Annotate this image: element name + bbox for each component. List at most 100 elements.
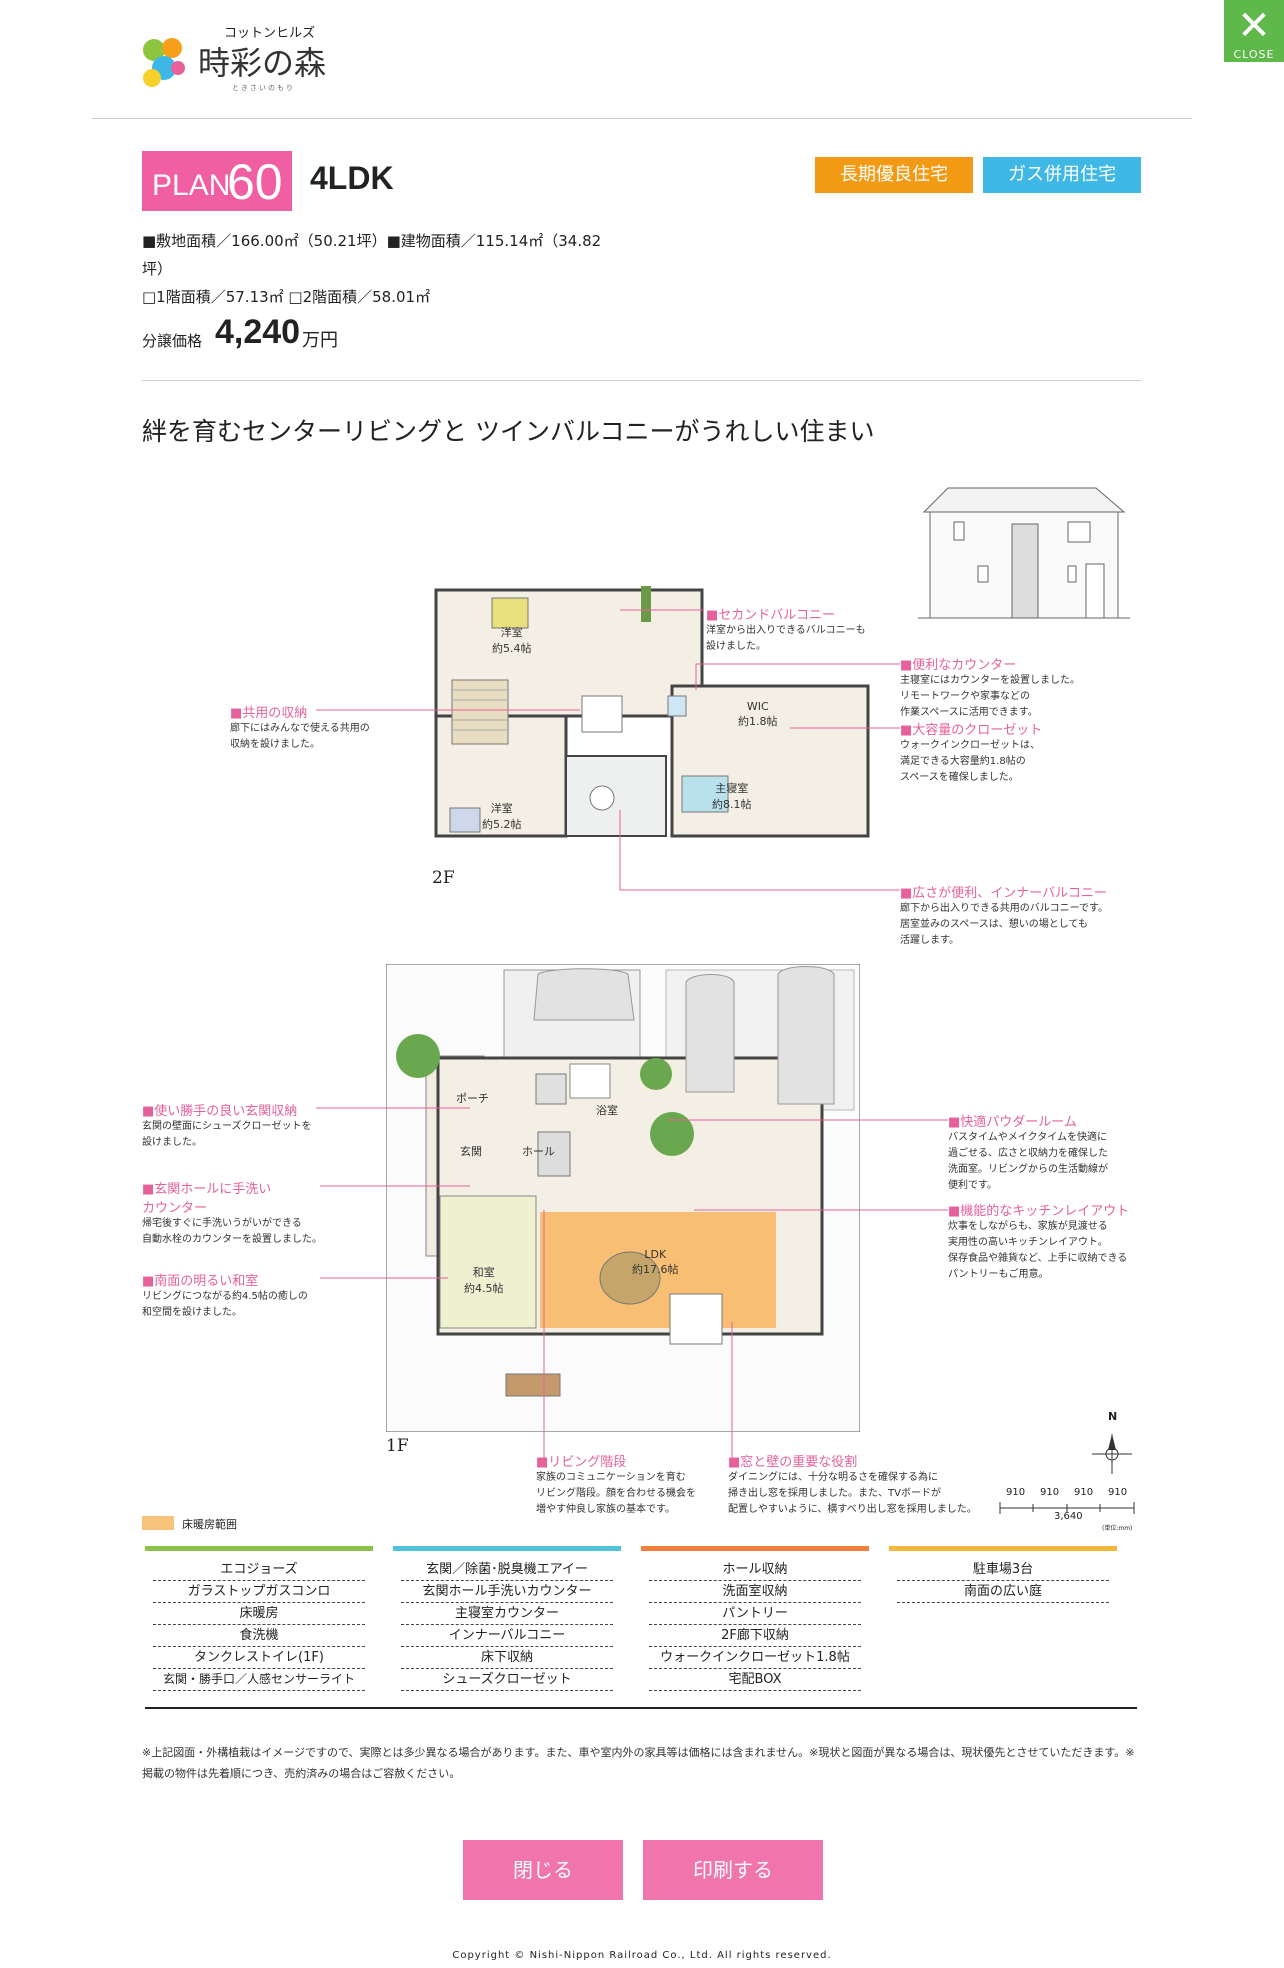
floor-2f-plan <box>434 586 870 838</box>
room-2f-western-2: 洋室 約5.2帖 <box>482 802 522 831</box>
callout-body: ウォークインクローゼットは、 満足できる大容量約1.8帖の スペースを確保しまし… <box>900 740 1040 783</box>
floor-1f-plan <box>386 964 860 1432</box>
north-arrow-icon <box>1092 1434 1132 1474</box>
header-divider <box>92 118 1192 119</box>
equipment-item: 玄関／除菌･脱臭機エアイー <box>401 1559 613 1581</box>
scale-dim-3: 910 <box>1074 1487 1094 1498</box>
tag-gas: ガス併用住宅 <box>983 157 1141 193</box>
scale-dim-2: 910 <box>1040 1487 1060 1498</box>
floor-heating-legend-label: 床暖房範囲 <box>182 1518 237 1531</box>
scale-dim-4: 910 <box>1108 1487 1128 1498</box>
callout-body: リビングにつながる約4.5帖の癒しの 和空間を設けました。 <box>142 1291 308 1318</box>
equipment-item: パントリー <box>649 1603 861 1625</box>
spec-line-2: 坪） <box>142 260 173 278</box>
catchcopy: 絆を育むセンターリビングと ツインバルコニーがうれしい住まい <box>142 417 875 446</box>
equipment-column-4: 駐車場3台 南面の広い庭 <box>889 1546 1117 1603</box>
floor-heating-legend-swatch <box>142 1516 174 1530</box>
callout-kitchen: ■機能的なキッチンレイアウト 炊事をしながらも、家族が見渡せる 実用性の高いキッ… <box>948 1200 1129 1283</box>
callout-title: ■使い勝手の良い玄関収納 <box>142 1104 298 1119</box>
scale-unit: (単位:mm) <box>1102 1525 1133 1532</box>
equipment-item: 玄関ホール手洗いカウンター <box>401 1581 613 1603</box>
equipment-item: 駐車場3台 <box>897 1559 1109 1581</box>
equipment-item: ウォークインクローゼット1.8帖 <box>649 1647 861 1669</box>
equipment-item: タンクレストイレ(1F) <box>153 1647 365 1669</box>
callout-title: ■広さが便利、インナーバルコニー <box>900 886 1107 901</box>
floor-2f-label: 2F <box>432 868 455 888</box>
equipment-item: 主寝室カウンター <box>401 1603 613 1625</box>
price-value: 4,240 <box>215 313 301 351</box>
equipment-item: 洗面室収納 <box>649 1581 861 1603</box>
color-band <box>145 1546 373 1551</box>
layout-type: 4LDK <box>310 160 394 196</box>
house-elevation-drawing <box>918 487 1130 619</box>
equipment-item: 玄関・勝手口／人感センサーライト <box>153 1669 365 1691</box>
site-logo[interactable]: コットンヒルズ 時彩の森 ときさいのもり <box>142 22 362 92</box>
callout-title: ■快適パウダールーム <box>948 1115 1077 1130</box>
callout-body: 帰宅後すぐに手洗いうがいができる 自動水栓のカウンターを設置しました。 <box>142 1218 322 1245</box>
callout-title: ■機能的なキッチンレイアウト <box>948 1204 1130 1219</box>
logo-mark-icon <box>143 38 185 87</box>
title-divider <box>142 380 1142 381</box>
callout-body: 洋室から出入りできるバルコニーも 設けました。 <box>706 625 866 652</box>
callout-title: ■窓と壁の重要な役割 <box>728 1455 858 1470</box>
equipment-item: ホール収納 <box>649 1559 861 1581</box>
callout-entrance-storage: ■使い勝手の良い玄関収納 玄関の壁面にシューズクローゼットを 設けました。 <box>142 1100 312 1151</box>
copyright: Copyright © Nishi-Nippon Railroad Co., L… <box>452 1950 832 1961</box>
equipment-item: 床下収納 <box>401 1647 613 1669</box>
room-1f-bath: 浴室 <box>596 1104 618 1117</box>
equipment-column-2: 玄関／除菌･脱臭機エアイー 玄関ホール手洗いカウンター 主寝室カウンター インナ… <box>393 1546 621 1691</box>
callout-leader-lines <box>316 609 948 1460</box>
close-button[interactable]: ✕ CLOSE <box>1224 0 1284 62</box>
disclaimer-note: ※上記図面・外構植栽はイメージですので、実際とは多少異なる場合があります。また、… <box>142 1746 1135 1780</box>
callout-hand-wash: ■玄関ホールに手洗い カウンター 帰宅後すぐに手洗いうがいができる 自動水栓のカ… <box>142 1178 322 1248</box>
callout-living-stairs: ■リビング階段 家族のコミュニケーションを育む リビング階段。顔を合わせる機会を… <box>536 1451 696 1518</box>
equipment-item: 床暖房 <box>153 1603 365 1625</box>
plan-badge: PLAN 60 <box>142 151 292 211</box>
callout-second-balcony: ■セカンドバルコニー 洋室から出入りできるバルコニーも 設けました。 <box>706 604 866 655</box>
callout-body: 玄関の壁面にシューズクローゼットを 設けました。 <box>142 1121 312 1148</box>
room-1f-entrance: 玄関 <box>460 1145 482 1158</box>
equipment-column-1: エコジョーズ ガラストップガスコンロ 床暖房 食洗機 タンクレストイレ(1F) … <box>145 1546 373 1691</box>
callout-title: ■セカンドバルコニー <box>706 608 836 623</box>
callout-shared-storage: ■共用の収納 廊下にはみんなで使える共用の 収納を設けました。 <box>230 702 370 753</box>
callout-title: ■玄関ホールに手洗い カウンター <box>142 1182 272 1216</box>
equipment-item: インナーバルコニー <box>401 1625 613 1647</box>
room-2f-western-1: 洋室 約5.4帖 <box>492 626 532 655</box>
logo-small-text: コットンヒルズ <box>224 26 316 41</box>
plan-number: 60 <box>227 154 283 210</box>
callout-japanese-room: ■南面の明るい和室 リビングにつながる約4.5帖の癒しの 和空間を設けました。 <box>142 1270 308 1321</box>
color-band <box>641 1546 869 1551</box>
callout-body: 家族のコミュニケーションを育む リビング階段。顔を合わせる機会を 増やす仲良し家… <box>536 1472 696 1515</box>
floor-1f-label: 1F <box>386 1436 409 1456</box>
north-label: N <box>1108 1410 1118 1423</box>
callout-body: バスタイムやメイクタイムを快適に 過ごせる、広さと収納力を確保した 洗面室。リビ… <box>948 1132 1108 1191</box>
room-2f-master: 主寝室 約8.1帖 <box>712 782 752 811</box>
spec-line-1: ■敷地面積／166.00㎡（50.21坪）■建物面積／115.14㎡（34.82 <box>142 232 602 250</box>
close-button-label: CLOSE <box>1233 48 1275 61</box>
room-2f-wic: WIC 約1.8帖 <box>738 700 778 728</box>
price-unit: 万円 <box>302 330 338 351</box>
callout-title: ■南面の明るい和室 <box>142 1274 259 1289</box>
equipment-item: 食洗機 <box>153 1625 365 1647</box>
equipment-item: 宅配BOX <box>649 1669 861 1691</box>
callout-body: 炊事をしながらも、家族が見渡せる 実用性の高いキッチンレイアウト。 保存食品や雑… <box>948 1221 1128 1280</box>
callout-title: ■共用の収納 <box>230 706 308 721</box>
callout-title: ■大容量のクローゼット <box>900 723 1043 738</box>
scale-total: 3,640 <box>1054 1511 1083 1522</box>
equipment-item: 2F廊下収納 <box>649 1625 861 1647</box>
logo-reading-text: ときさいのもり <box>232 84 295 92</box>
callout-body: 廊下にはみんなで使える共用の 収納を設けました。 <box>230 723 370 750</box>
spec-line-3: □1階面積／57.13㎡ □2階面積／58.01㎡ <box>142 288 431 306</box>
callout-window-wall: ■窓と壁の重要な役割 ダイニングには、十分な明るさを確保する為に 掃き出し窓を採… <box>728 1451 977 1518</box>
equipment-item: ガラストップガスコンロ <box>153 1581 365 1603</box>
color-band <box>393 1546 621 1551</box>
close-page-button[interactable]: 閉じる <box>463 1840 623 1900</box>
equipment-item: エコジョーズ <box>153 1559 365 1581</box>
callout-body: ダイニングには、十分な明るさを確保する為に 掃き出し窓を採用しました。また、TV… <box>728 1472 977 1515</box>
color-band <box>889 1546 1117 1551</box>
equipment-column-3: ホール収納 洗面室収納 パントリー 2F廊下収納 ウォークインクローゼット1.8… <box>641 1546 869 1691</box>
room-1f-porch: ポーチ <box>456 1092 489 1105</box>
callout-closet: ■大容量のクローゼット ウォークインクローゼットは、 満足できる大容量約1.8帖… <box>900 719 1042 786</box>
room-1f-japanese: 和室 約4.5帖 <box>464 1266 504 1295</box>
print-button[interactable]: 印刷する <box>643 1840 823 1900</box>
